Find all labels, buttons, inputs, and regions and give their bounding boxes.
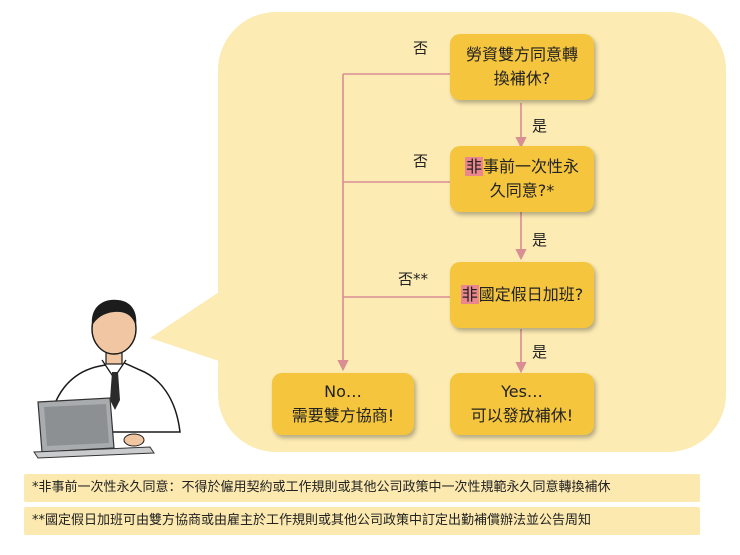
- decision-3-highlight: 非: [460, 285, 479, 304]
- decision-3-text-wrap: 非國定假日加班?: [460, 283, 584, 307]
- outcome-yes-line-1: Yes…: [501, 382, 543, 401]
- decision-2-line-1: 事前一次性永: [483, 157, 580, 176]
- decision-3-text: 國定假日加班?: [478, 285, 584, 304]
- label-no-3: 否**: [398, 270, 429, 288]
- label-no-1: 否: [413, 39, 429, 57]
- speech-bubble: [150, 12, 726, 452]
- outcome-no-line-2: 需要雙方協商!: [291, 406, 395, 425]
- decision-box-not-national-holiday: 非國定假日加班?: [450, 262, 594, 328]
- label-no-2: 否: [413, 152, 429, 170]
- label-yes-1: 是: [532, 117, 548, 135]
- label-yes-2: 是: [532, 231, 548, 249]
- person-with-laptop-illustration: [33, 299, 181, 459]
- decision-box-mutual-consent: 勞資雙方同意轉 換補休?: [450, 34, 594, 100]
- decision-2-line-1-wrap: 非事前一次性永: [464, 155, 580, 179]
- footnote-1: *非事前一次性永久同意：不得於僱用契約或工作規則或其他公司政策中一次性規範永久同…: [24, 474, 700, 502]
- decision-box-not-permanent-consent: 非事前一次性永 久同意?*: [450, 146, 594, 212]
- outcome-box-no: No… 需要雙方協商!: [272, 373, 414, 435]
- footnote-2: **國定假日加班可由雙方協商或由雇主於工作規則或其他公司政策中訂定出勤補償辦法並…: [24, 507, 700, 535]
- decision-1-line-1: 勞資雙方同意轉: [465, 45, 578, 64]
- label-yes-3: 是: [532, 343, 548, 361]
- outcome-yes-line-2: 可以發放補休!: [470, 406, 574, 425]
- decision-2-line-2: 久同意?*: [489, 181, 555, 200]
- decision-1-line-2: 換補休?: [493, 69, 551, 88]
- outcome-box-yes: Yes… 可以發放補休!: [450, 373, 594, 435]
- decision-2-highlight: 非: [464, 157, 483, 176]
- outcome-no-line-1: No…: [324, 382, 362, 401]
